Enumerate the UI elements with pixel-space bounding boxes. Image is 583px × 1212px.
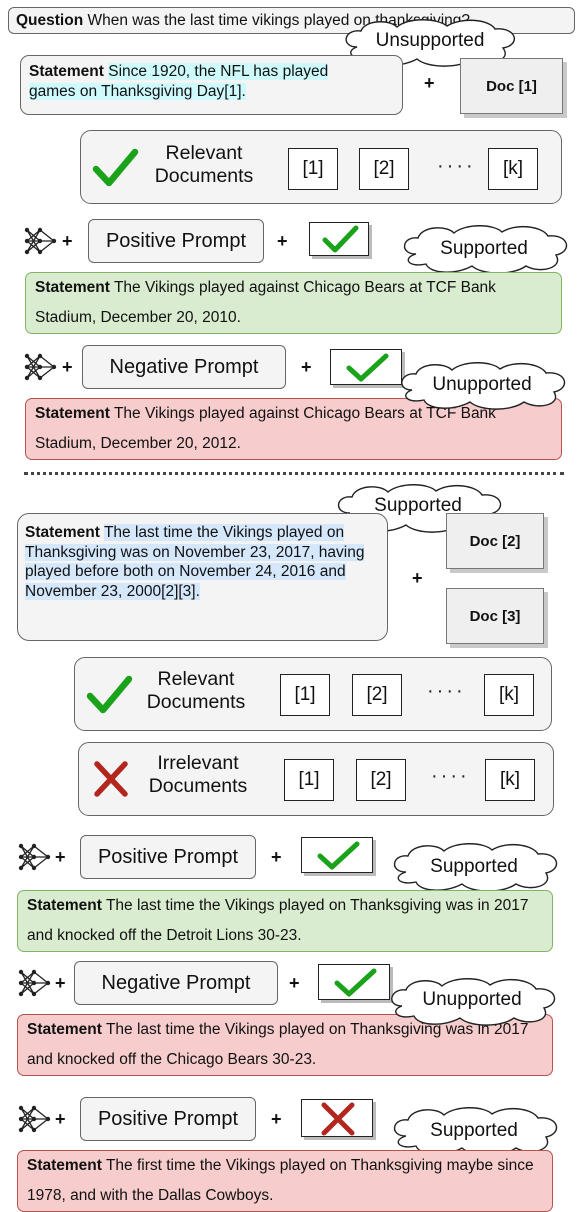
statement-label: Statement [25, 524, 100, 541]
network-icon [24, 353, 57, 381]
cloud-label: Supported [430, 1120, 518, 1141]
doc-index-k: [k] [484, 674, 534, 716]
cloud-supported-3: Supported [386, 840, 562, 892]
cloud-label: Supported [440, 238, 528, 259]
positive-prompt: Positive Prompt [80, 835, 256, 879]
plus-sign: + [271, 847, 282, 867]
plus-sign: + [301, 357, 312, 377]
plus-sign: + [424, 73, 435, 93]
doc-3: Doc [3] [446, 588, 544, 644]
question-label: Question [16, 12, 84, 29]
network-icon [18, 843, 51, 871]
cloud-label: Supported [374, 495, 462, 516]
cloud-unupported-2: Unupported [384, 976, 560, 1026]
plus-sign: + [55, 1109, 66, 1129]
check-icon [346, 353, 389, 382]
result-statement-supported: Statement The Vikings played against Chi… [25, 272, 562, 334]
negative-prompt: Negative Prompt [82, 345, 286, 389]
cloud-label: Unupported [422, 989, 522, 1010]
doc-index-1: [1] [280, 674, 330, 716]
plus-sign: + [271, 1109, 282, 1129]
check-icon [86, 675, 133, 714]
doc-index-k: [k] [485, 759, 535, 801]
plus-sign: + [55, 973, 66, 993]
section-divider [24, 472, 564, 475]
cloud-label: Supported [430, 856, 518, 877]
doc-index-k: [k] [488, 148, 538, 190]
cross-icon [94, 761, 128, 797]
check-icon [92, 148, 139, 187]
check-box [318, 964, 390, 1000]
check-icon [334, 968, 377, 997]
doc-index-2: [2] [356, 759, 406, 801]
network-icon [18, 1105, 51, 1133]
plus-sign: + [412, 568, 423, 588]
ellipsis: ···· [427, 680, 466, 702]
result-statement-unsupported: Statement The Vikings played against Chi… [25, 398, 562, 460]
doc-index-1: [1] [288, 148, 338, 190]
doc-index-1: [1] [284, 759, 334, 801]
network-icon [18, 969, 51, 997]
result-statement-supported: Statement The last time the Vikings play… [17, 890, 553, 952]
top-statement-box: Statement Since 1920, the NFL has played… [20, 55, 403, 115]
cloud-supported-4: Supported [386, 1104, 562, 1156]
positive-prompt: Positive Prompt [80, 1097, 256, 1141]
positive-prompt: Positive Prompt [88, 219, 264, 263]
ellipsis: ···· [437, 155, 476, 177]
statement-label: Statement [29, 63, 104, 80]
cloud-unupported-1: Unupported [394, 360, 570, 410]
check-box [301, 837, 373, 873]
cloud-shape [401, 362, 566, 410]
doc-2: Doc [2] [446, 513, 544, 569]
cloud-shape [391, 978, 556, 1026]
cross-box [301, 1099, 373, 1137]
network-icon [24, 227, 57, 255]
result-statement-unsupported: Statement The last time the Vikings play… [17, 1014, 553, 1076]
plus-sign: + [277, 231, 288, 251]
plus-sign: + [55, 847, 66, 867]
cloud-supported-1: Supported [396, 222, 572, 274]
check-box [330, 349, 402, 385]
doc-index-2: [2] [352, 674, 402, 716]
plus-sign: + [62, 357, 73, 377]
cloud-label: Unsupported [375, 30, 485, 51]
cross-icon [321, 1102, 355, 1136]
negative-prompt: Negative Prompt [74, 961, 278, 1005]
result-statement-unsupported: Statement The first time the Vikings pla… [17, 1150, 553, 1212]
ellipsis: ···· [431, 765, 470, 787]
plus-sign: + [289, 973, 300, 993]
cloud-label: Unupported [432, 374, 532, 395]
check-box [309, 222, 369, 256]
check-icon [317, 841, 360, 870]
plus-sign: + [62, 231, 73, 251]
doc-1: Doc [1] [460, 58, 563, 114]
check-icon [322, 225, 359, 253]
mid-statement-box: Statement The last time the Vikings play… [17, 513, 388, 641]
doc-index-2: [2] [359, 148, 409, 190]
